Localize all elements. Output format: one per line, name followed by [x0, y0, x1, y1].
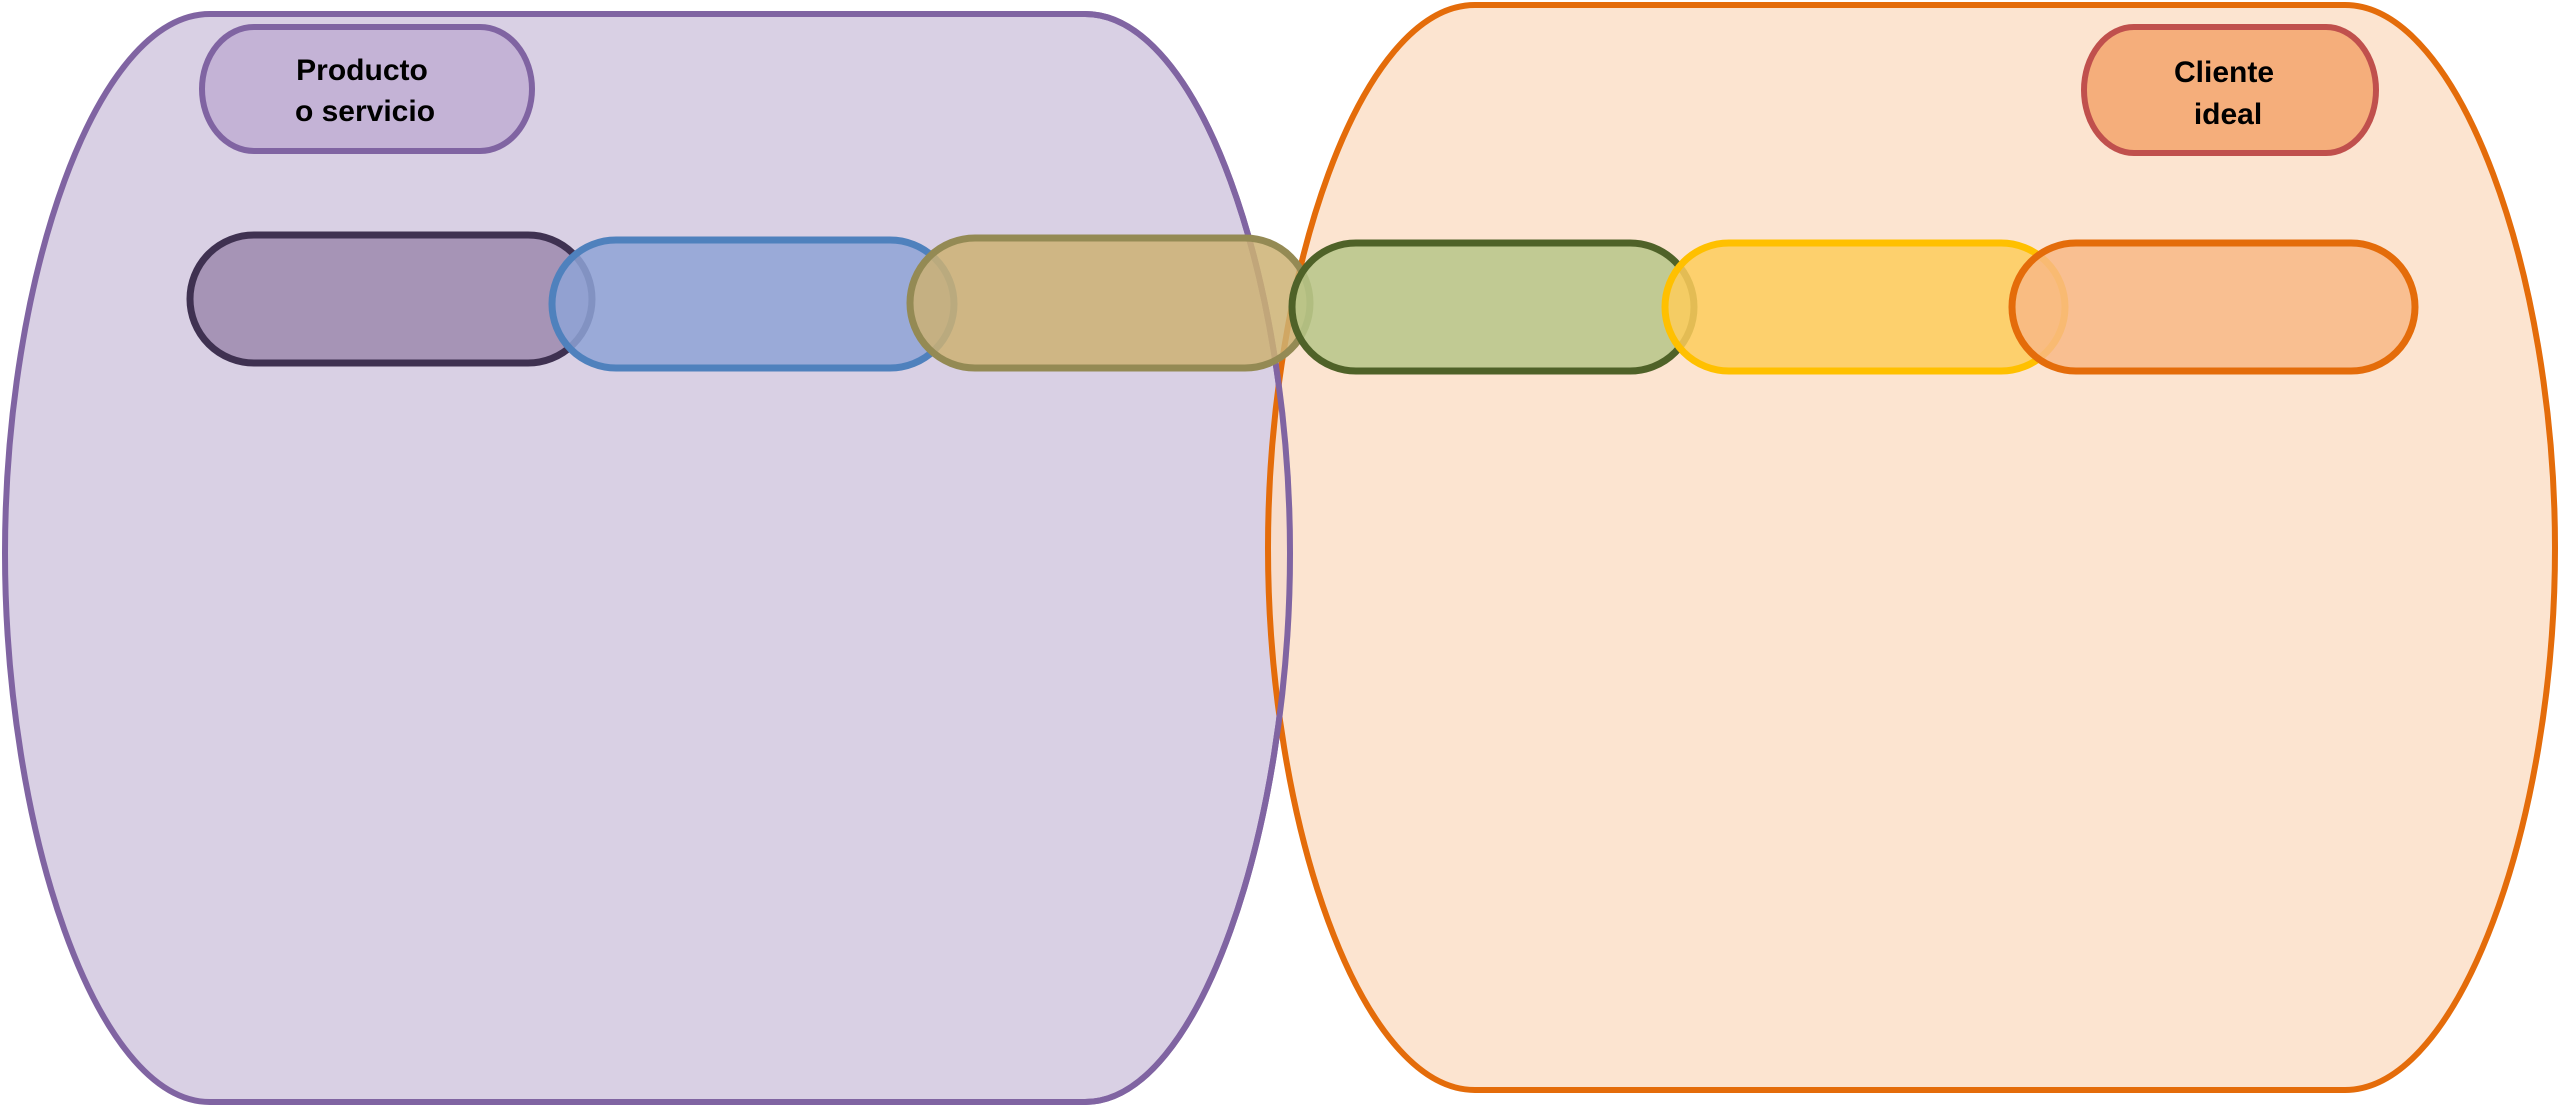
product-label-line-2: o servicio	[295, 95, 435, 128]
product-panel-outline	[1084, 11, 1294, 1105]
customer-label-line-2: ideal	[2194, 98, 2262, 131]
product-label: Producto o servicio	[199, 24, 535, 154]
pill-6	[2008, 239, 2419, 375]
product-label-line-1: Producto	[296, 54, 428, 87]
pill-2	[548, 236, 958, 372]
pill-1	[186, 231, 596, 367]
customer-label: Cliente ideal	[2081, 24, 2379, 156]
customer-label-line-1: Cliente	[2174, 56, 2274, 89]
pill-5	[1661, 239, 2069, 375]
pill-3	[906, 234, 1314, 372]
product-panel	[1, 11, 1294, 1105]
pill-4	[1288, 239, 1698, 375]
customer-panel	[1264, 2, 2559, 1093]
pill-chain	[186, 231, 2419, 375]
